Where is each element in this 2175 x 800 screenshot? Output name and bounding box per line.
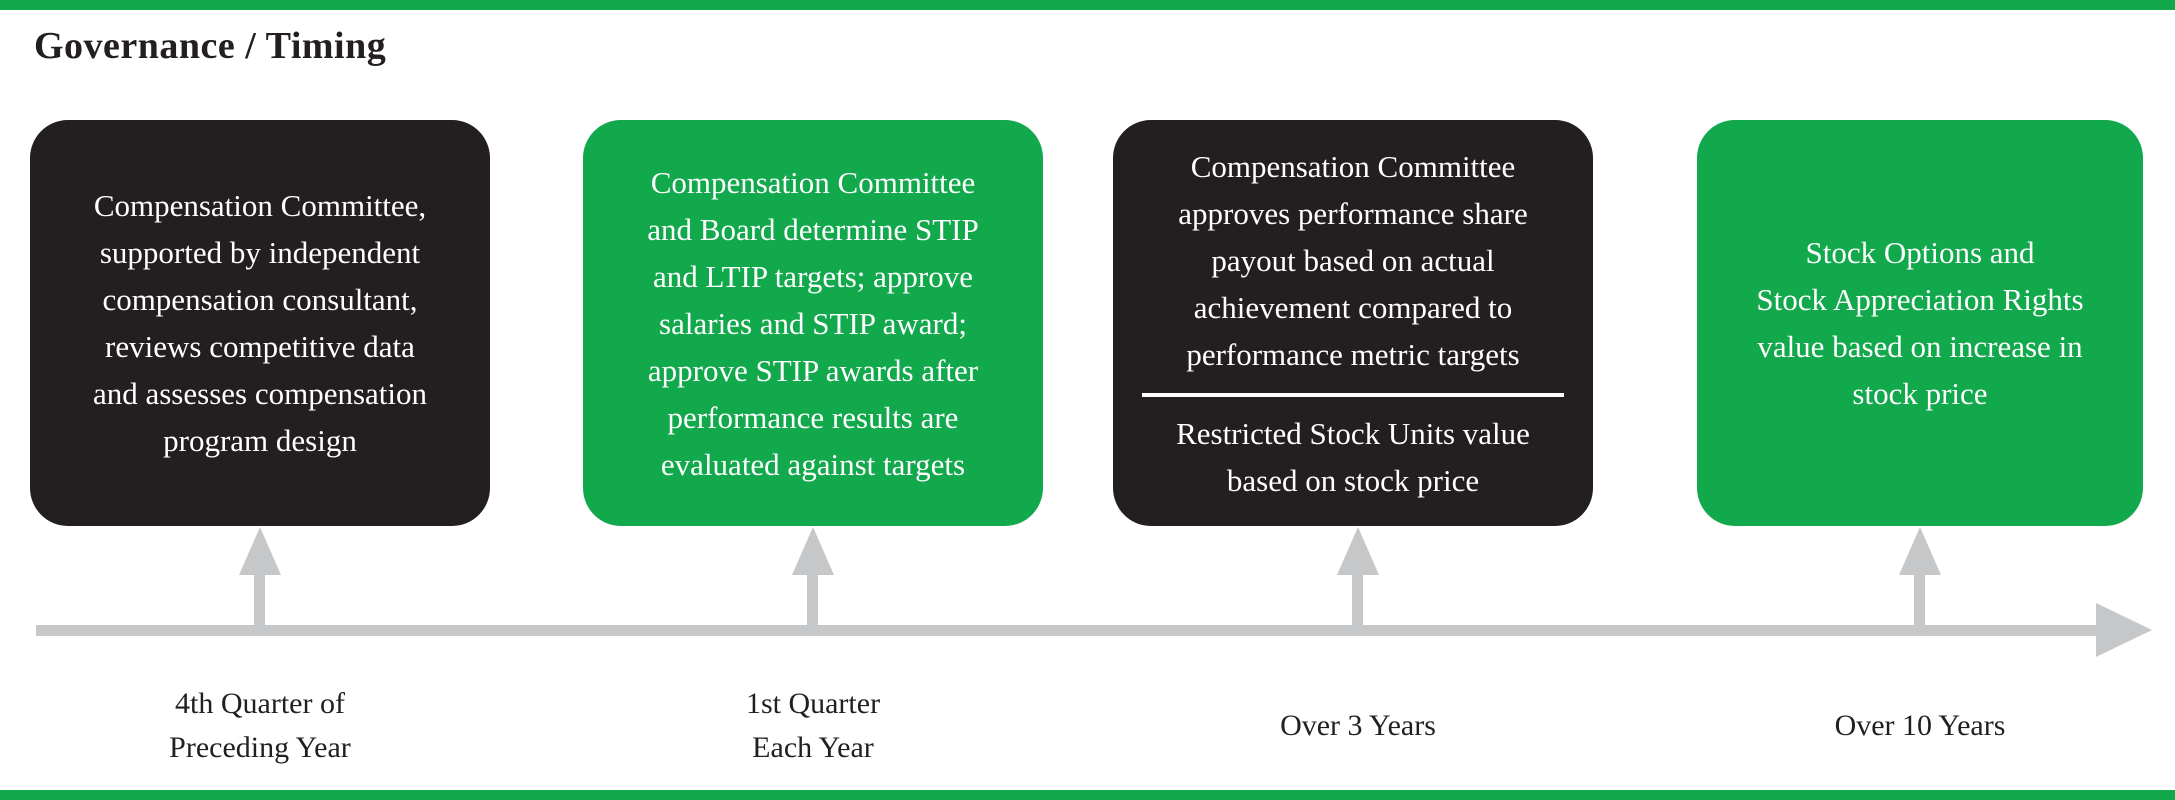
up-arrow-2-head-icon xyxy=(792,527,834,575)
box-committee-review-text: Compensation Committee, supported by ind… xyxy=(92,188,428,458)
up-arrow-1-head-icon xyxy=(239,527,281,575)
timeline-label-4th-quarter: 4th Quarter of Preceding Year xyxy=(169,687,351,764)
box-targets-approval-text: Compensation Committee and Board determi… xyxy=(647,164,979,482)
box-payout-approval: Compensation Committee approves performa… xyxy=(1113,120,1593,526)
box-stock-options-text: Stock Options and Stock Appreciation Rig… xyxy=(1756,235,2084,411)
timeline-right-arrowhead-icon xyxy=(2096,603,2152,657)
page-title: Governance / Timing xyxy=(34,25,387,67)
box-stock-options: Stock Options and Stock Appreciation Rig… xyxy=(1697,120,2143,526)
box-committee-review: Compensation Committee, supported by ind… xyxy=(30,120,490,526)
timeline-label-over-3-years: Over 3 Years xyxy=(1280,709,1436,742)
timeline-label-1st-quarter: 1st Quarter Each Year xyxy=(745,687,881,764)
up-arrow-2-stem xyxy=(807,573,818,632)
up-arrow-4-stem xyxy=(1914,573,1925,632)
top-accent-bar xyxy=(0,0,2175,10)
up-arrow-4-head-icon xyxy=(1899,527,1941,575)
timeline-axis xyxy=(36,625,2098,636)
box-divider-line xyxy=(1142,392,1564,397)
up-arrow-3-head-icon xyxy=(1337,527,1379,575)
box-payout-approval-text-top: Compensation Committee approves performa… xyxy=(1178,148,1528,372)
bottom-accent-bar xyxy=(0,790,2175,800)
box-payout-approval-text-bottom: Restricted Stock Units value based on st… xyxy=(1176,415,1530,498)
timeline-label-over-10-years: Over 10 Years xyxy=(1834,709,2006,742)
up-arrow-3-stem xyxy=(1352,573,1363,632)
box-targets-approval: Compensation Committee and Board determi… xyxy=(583,120,1043,526)
up-arrow-1-stem xyxy=(254,573,265,632)
